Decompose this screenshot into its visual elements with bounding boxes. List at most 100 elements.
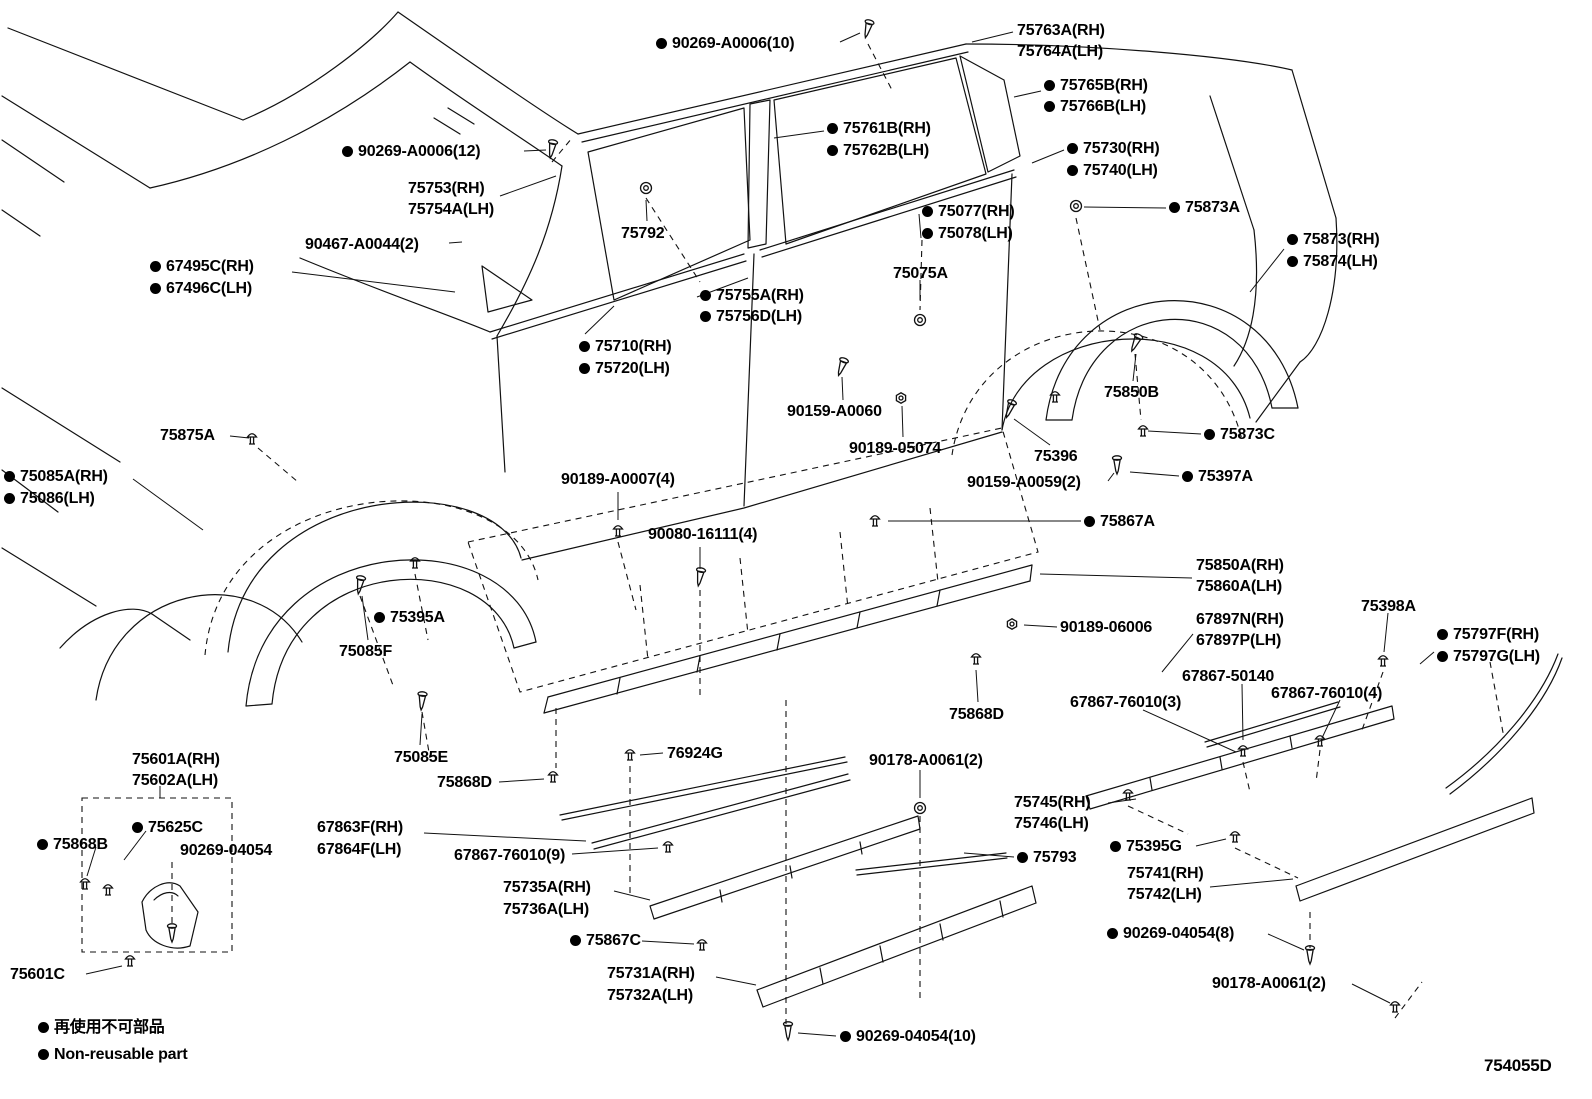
non-reusable-dot-icon — [150, 283, 161, 294]
part-label-75077-rh: 75077(RH) — [922, 202, 1015, 221]
part-number-text: 67863F(RH) — [317, 819, 404, 836]
part-number-text: 75740(LH) — [1083, 162, 1158, 179]
part-label-75395a: 75395A — [374, 608, 445, 627]
part-label-75763a-rh: 75763A(RH) — [1017, 21, 1105, 40]
non-reusable-dot-icon — [37, 839, 48, 850]
part-label-75756d-lh: 75756D(LH) — [700, 307, 802, 326]
part-number-text: 67867-50140 — [1182, 668, 1275, 685]
part-number-text: 90178-A0061(2) — [1212, 975, 1326, 992]
part-label-90269-04054-10: 90269-04054(10) — [840, 1027, 976, 1046]
non-reusable-dot-icon — [132, 822, 143, 833]
part-label-75397a: 75397A — [1182, 467, 1253, 486]
grommet-icon — [913, 313, 927, 327]
legend-non-reusable-en: Non-reusable part — [38, 1045, 188, 1064]
part-label-75868d-2: 75868D — [437, 773, 492, 792]
part-number-text: 67864F(LH) — [317, 841, 402, 858]
clip-icon — [1137, 425, 1149, 437]
part-number-text: 90080-16111(4) — [648, 526, 758, 543]
clip-icon — [547, 771, 559, 783]
screw-icon — [782, 1021, 794, 1041]
part-label-75742-lh: 75742(LH) — [1127, 885, 1202, 904]
part-label-90178-a0061-2-bottom: 90178-A0061(2) — [1212, 974, 1326, 993]
part-label-75873c: 75873C — [1204, 425, 1275, 444]
part-label-75085f: 75085F — [339, 642, 392, 661]
non-reusable-dot-icon — [922, 228, 933, 239]
non-reusable-dot-icon — [1287, 256, 1298, 267]
screw-icon — [833, 356, 850, 378]
legend-text-en: Non-reusable part — [54, 1046, 188, 1063]
part-number-text: 75731A(RH) — [607, 965, 695, 982]
part-label-90269-a0006-12: 90269-A0006(12) — [342, 142, 481, 161]
non-reusable-dot-icon — [1437, 629, 1448, 640]
part-number-text: 75085F — [339, 643, 393, 660]
clip-icon — [102, 884, 114, 896]
part-number-text: 75756D(LH) — [716, 308, 803, 325]
screw-icon — [353, 574, 367, 596]
part-number-text: 75085E — [394, 749, 448, 766]
part-label-75850a-rh: 75850A(RH) — [1196, 556, 1284, 575]
part-label-90159-a0059-2: 90159-A0059(2) — [967, 473, 1081, 492]
leader-lines — [85, 31, 1435, 1037]
part-number-text: 75765B(RH) — [1060, 77, 1148, 94]
part-label-75868b: 75868B — [37, 835, 108, 854]
non-reusable-dot-icon — [4, 471, 15, 482]
screw-icon — [1001, 398, 1018, 420]
part-number-text: 67867-76010(3) — [1070, 694, 1182, 711]
non-reusable-dot-icon — [700, 290, 711, 301]
part-number-text: 75395A — [390, 609, 445, 626]
part-label-67867-76010-9: 67867-76010(9) — [454, 846, 565, 865]
part-label-75736a-lh: 75736A(LH) — [503, 900, 589, 919]
part-number-text: 75745(RH) — [1014, 794, 1091, 811]
non-reusable-dot-icon — [342, 146, 353, 157]
screw-icon — [166, 923, 178, 943]
part-label-75601c: 75601C — [10, 965, 65, 984]
screw-icon — [415, 690, 428, 712]
non-reusable-dot-icon — [1017, 852, 1028, 863]
part-label-75086-lh: 75086(LH) — [4, 489, 95, 508]
part-label-90467-a0044-2: 90467-A0044(2) — [305, 235, 419, 254]
part-label-75873-rh: 75873(RH) — [1287, 230, 1380, 249]
non-reusable-dot-icon — [656, 38, 667, 49]
part-number-text: 67867-76010(9) — [454, 847, 566, 864]
part-label-90178-a0061-2-top: 90178-A0061(2) — [869, 751, 983, 770]
moulding-parts — [141, 300, 1563, 1008]
non-reusable-dot-icon — [1169, 202, 1180, 213]
part-number-text: 90189-05074 — [849, 440, 942, 457]
non-reusable-dot-icon — [1182, 471, 1193, 482]
non-reusable-dot-icon — [150, 261, 161, 272]
part-number-text: 75873A — [1185, 199, 1240, 216]
non-reusable-dot-icon — [4, 493, 15, 504]
non-reusable-dot-icon — [374, 612, 385, 623]
part-label-75797f-rh: 75797F(RH) — [1437, 625, 1539, 644]
part-label-75875a: 75875A — [160, 426, 215, 445]
part-number-text: 67496C(LH) — [166, 280, 253, 297]
part-label-75398a: 75398A — [1361, 597, 1416, 616]
part-number-text: 75850A(RH) — [1196, 557, 1284, 574]
part-number-text: 75797G(LH) — [1453, 648, 1540, 665]
part-label-75755a-rh: 75755A(RH) — [700, 286, 804, 305]
part-number-text: 90269-04054(10) — [856, 1028, 976, 1045]
non-reusable-dot-icon — [1437, 651, 1448, 662]
part-label-90269-a0006-10: 90269-A0006(10) — [656, 34, 795, 53]
part-number-text: 90269-A0006(12) — [358, 143, 481, 160]
part-number-text: 75868B — [53, 836, 108, 853]
part-label-90189-05074: 90189-05074 — [849, 439, 941, 458]
part-number-text: 90269-A0006(10) — [672, 35, 795, 52]
part-label-75075a: 75075A — [893, 264, 948, 283]
part-label-67495c-rh: 67495C(RH) — [150, 257, 254, 276]
part-label-75710-rh: 75710(RH) — [579, 337, 672, 356]
part-label-75396: 75396 — [1034, 447, 1078, 466]
part-number-text: 75867A — [1100, 513, 1155, 530]
part-number-text: 76924G — [667, 745, 723, 762]
part-number-text: 75396 — [1034, 448, 1078, 465]
part-label-75792: 75792 — [621, 224, 665, 243]
part-number-text: 75868D — [949, 706, 1004, 723]
part-label-75720-lh: 75720(LH) — [579, 359, 670, 378]
non-reusable-dot-icon — [1044, 101, 1055, 112]
clip-icon — [1389, 1001, 1401, 1013]
part-number-text: 75793 — [1033, 849, 1077, 866]
part-label-75868d-1: 75868D — [949, 705, 1004, 724]
part-number-text: 75720(LH) — [595, 360, 670, 377]
